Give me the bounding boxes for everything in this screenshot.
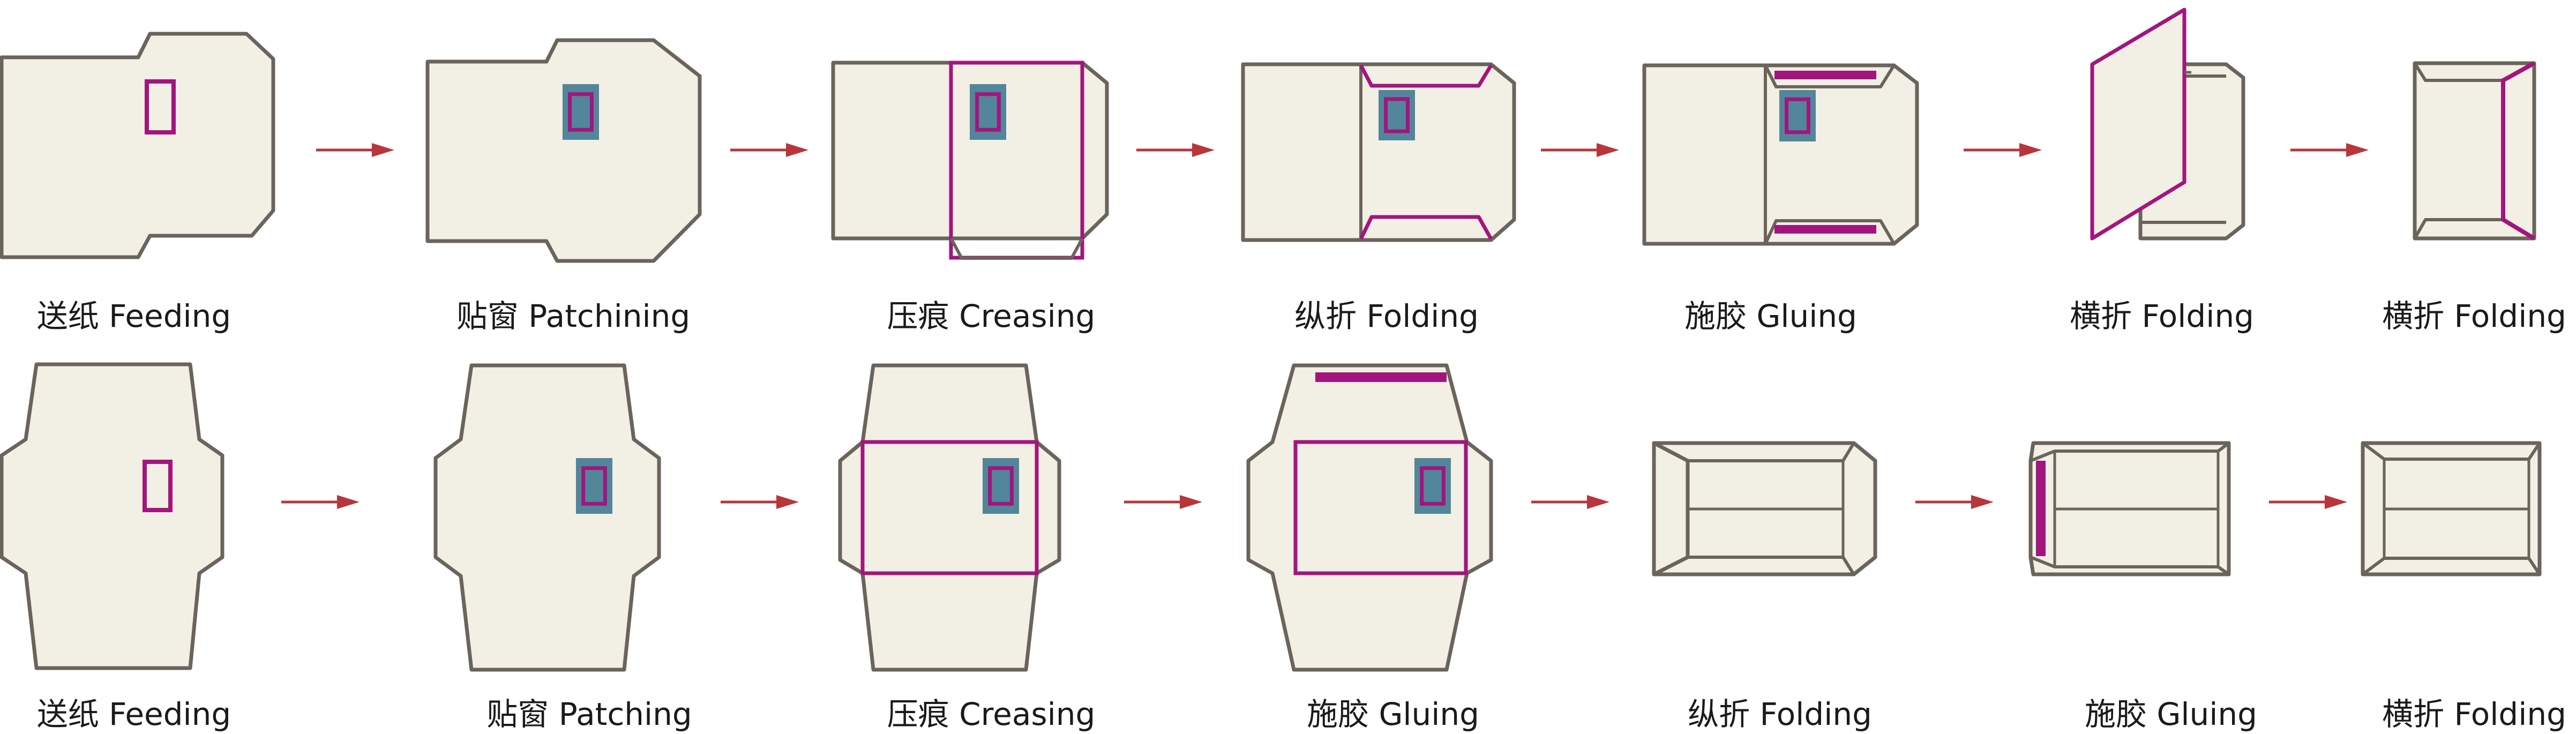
r2-arrow4-head xyxy=(1587,495,1609,509)
row2-step3-label: 压痕 Creasing xyxy=(887,696,1096,732)
r1s6-folding-flap xyxy=(2090,8,2186,241)
r2s6-glue-side xyxy=(2036,461,2046,556)
row1-step2-label: 贴窗 Patchining xyxy=(456,298,691,334)
row2-step1-label: 送纸 Feeding xyxy=(36,696,231,732)
r1s5-bottom-flap xyxy=(1764,219,1896,245)
r1s2-window-outline xyxy=(568,92,594,132)
row2-step5-label: 纵折 Folding xyxy=(1688,696,1872,732)
r1s4-bottom-flap-crease xyxy=(1359,215,1493,240)
row1-step6-label: 横折 Folding xyxy=(2070,298,2254,334)
r1s7-envelope xyxy=(2413,61,2536,241)
r1s4-blank xyxy=(1241,62,1516,242)
r2s5-top-fold xyxy=(1653,441,1855,462)
r1s5-window-outline xyxy=(1785,97,1810,134)
r2s4-blank xyxy=(1246,363,1493,672)
r2s2-blank xyxy=(433,363,661,672)
r2s3-blank xyxy=(838,363,1061,672)
r1-arrow2-head xyxy=(786,143,808,157)
r1s4-window-outline xyxy=(1384,97,1410,133)
r2s1-blank xyxy=(0,362,224,670)
r1-arrow3-head xyxy=(1192,143,1215,157)
r2-arrow1-head xyxy=(337,495,360,509)
r1s4-top-flap-crease xyxy=(1359,64,1493,88)
r2-arrow3-head xyxy=(1180,495,1202,509)
r2s6-top-fold xyxy=(2030,441,2230,462)
r1-arrow4-head xyxy=(1597,143,1619,157)
r1s5-glue-bottom xyxy=(1774,225,1876,234)
r1s3-window-outline xyxy=(975,92,1001,132)
row1-step5-label: 施胶 Gluing xyxy=(1684,298,1857,334)
r2-arrow6-head xyxy=(2325,495,2347,509)
row1-step3-label: 压痕 Creasing xyxy=(887,298,1096,334)
r2s1-window-outline xyxy=(143,460,173,512)
r2s4-glue-top xyxy=(1315,372,1447,382)
r2s5-bottom-fold xyxy=(1653,556,1855,576)
r2-arrow2-head xyxy=(776,495,799,509)
r1s3-bottom-flap xyxy=(949,237,1084,260)
row2-step6-label: 施胶 Gluing xyxy=(2085,696,2257,732)
row2-step7-label: 横折 Folding xyxy=(2382,696,2566,732)
r1s1-blank xyxy=(0,32,275,259)
r2-arrow5-head xyxy=(1971,495,1994,509)
row2-step4-label: 施胶 Gluing xyxy=(1307,696,1479,732)
r1s5-glue-top xyxy=(1774,71,1876,79)
r2s7-bottom-fold xyxy=(2362,557,2541,576)
r2s4-crease-lines xyxy=(1293,440,1468,575)
r2s7-top-fold xyxy=(2362,441,2541,461)
r1s7-side-flap-crease xyxy=(2501,61,2536,241)
r2s4-window-outline xyxy=(1420,466,1446,506)
r1s1-window-outline xyxy=(145,79,176,134)
r1-arrow5-head xyxy=(2019,143,2042,157)
r1s5-top-flap xyxy=(1764,64,1896,88)
r2s3-crease-lines xyxy=(860,440,1039,575)
r1s2-blank xyxy=(425,38,702,263)
row2-step2-label: 贴窗 Patching xyxy=(486,696,692,732)
row1-step4-label: 纵折 Folding xyxy=(1294,298,1479,334)
row1-step7-label: 横折 Folding xyxy=(2382,298,2566,334)
r2s3-window-outline xyxy=(988,466,1014,506)
r1-arrow6-head xyxy=(2346,143,2369,157)
r1-arrow1-head xyxy=(372,143,394,157)
row1-step1-label: 送纸 Feeding xyxy=(36,298,231,334)
r2s6-bottom-fold xyxy=(2030,556,2230,576)
r2s2-window-outline xyxy=(581,466,607,506)
